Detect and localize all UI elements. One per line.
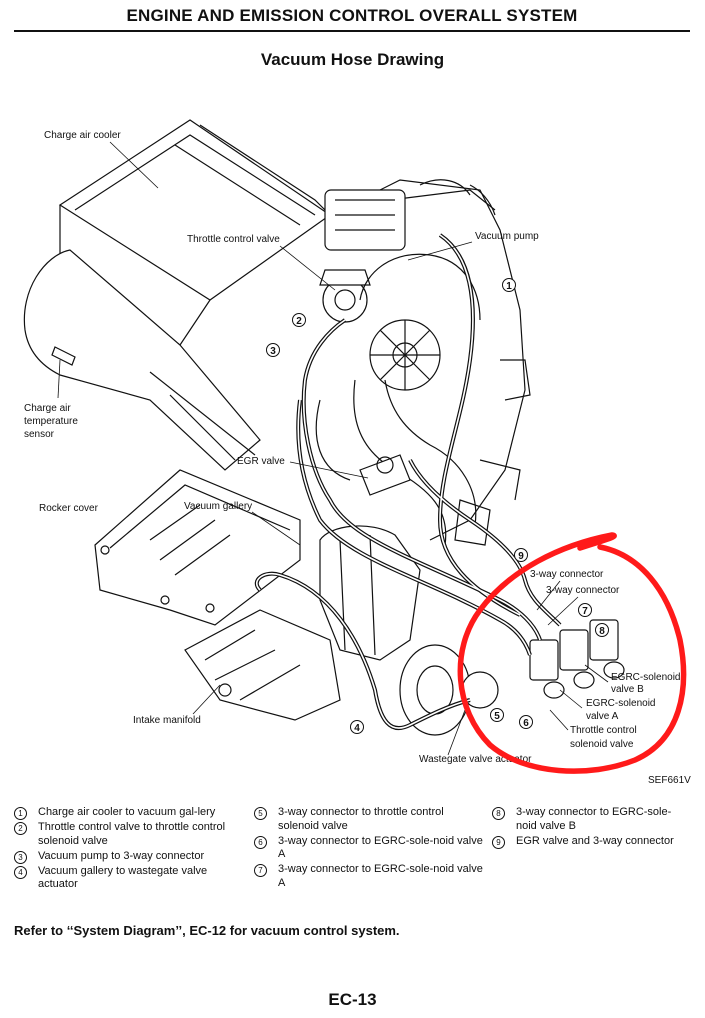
legend-text: 3-way connector to throttle control sole…: [278, 806, 444, 832]
legend-item: 7 3-way connector to EGRC-sole-noid valve…: [254, 863, 484, 890]
legend-item: 2 Throttle control valve to throttle cont…: [14, 821, 244, 848]
callouts: [266, 278, 609, 734]
legend-item: 3 Vacuum pump to 3-way connector: [14, 850, 244, 864]
legend-text: 3-way connector to EGRC-sole-noid valve …: [278, 863, 483, 889]
legend-column-3: 8 3-way connector to EGRC-sole-noid valve…: [492, 806, 692, 850]
label-charge-air-temp-line3: sensor: [24, 429, 55, 440]
callout-9: 9: [518, 551, 524, 562]
callout-5: 5: [494, 711, 500, 722]
label-wastegate-valve-actuator: Wastegate valve actuator: [419, 754, 532, 765]
legend-number: 9: [492, 835, 505, 849]
legend-item: 6 3-way connector to EGRC-sole-noid valve…: [254, 835, 484, 862]
red-highlight-circle: [457, 532, 687, 774]
legend-item: 1 Charge air cooler to vacuum gal-lery: [14, 806, 244, 820]
label-throttle-solenoid-line2: solenoid valve: [570, 739, 634, 750]
callout-4: 4: [354, 723, 360, 734]
label-charge-air-temp-line2: temperature: [24, 416, 78, 427]
callout-3: 3: [270, 346, 276, 357]
engine-illustration: [23, 119, 625, 736]
label-egr-valve: EGR valve: [237, 456, 285, 467]
legend-text: Vacuum pump to 3-way connector: [38, 849, 205, 862]
header-title: ENGINE AND EMISSION CONTROL OVERALL SYST…: [126, 6, 578, 25]
reference-note: Refer to ‘‘System Diagram’’, EC-12 for v…: [14, 923, 400, 938]
legend-item: 9 EGR valve and 3-way connector: [492, 835, 692, 849]
callout-7: 7: [582, 606, 588, 617]
legend-item: 4 Vacuum gallery to wastegate valve actua…: [14, 865, 244, 892]
page-number: EC-13: [328, 990, 377, 1009]
label-vacuum-pump: Vacuum pump: [475, 231, 539, 242]
label-vacuum-gallery: Vacuum gallery: [184, 501, 252, 512]
label-3way-connector-a: 3-way connector: [530, 569, 604, 580]
legend-text: Charge air cooler to vacuum gal-lery: [38, 806, 216, 818]
legend-text: Throttle control valve to throttle contr…: [38, 821, 226, 847]
legend-number: 8: [492, 807, 505, 820]
legend-item: 5 3-way connector to throttle control sol…: [254, 806, 484, 833]
label-egrc-a-line1: EGRC-solenoid: [586, 698, 655, 709]
callout-6: 6: [523, 718, 529, 729]
legend-text: 3-way connector to EGRC-sole-noid valve …: [516, 806, 672, 832]
label-rocker-cover: Rocker cover: [39, 503, 99, 514]
label-charge-air-temp-line1: Charge air: [24, 403, 71, 414]
label-egrc-b-line2: valve B: [611, 684, 644, 695]
legend-number: 3: [14, 850, 27, 864]
label-charge-air-cooler: Charge air cooler: [44, 130, 121, 141]
label-intake-manifold: Intake manifold: [133, 715, 201, 726]
legend-column-2: 5 3-way connector to throttle control sol…: [254, 806, 484, 892]
legend-text: 3-way connector to EGRC-sole-noid valve …: [278, 834, 483, 861]
vacuum-hose-drawing: Charge air cooler Throttle control valve…: [23, 119, 691, 786]
legend-text: Vacuum gallery to wastegate valve actuat…: [38, 864, 208, 891]
label-throttle-control-valve: Throttle control valve: [187, 234, 280, 245]
label-egrc-a-line2: valve A: [586, 711, 619, 722]
label-throttle-solenoid-line1: Throttle control: [570, 725, 637, 736]
callout-1: 1: [506, 281, 512, 292]
leader-lines: [57, 141, 609, 756]
legend-item: 8 3-way connector to EGRC-sole-noid valve…: [492, 806, 692, 833]
callout-2: 2: [296, 316, 302, 327]
legend-number: 7: [254, 864, 267, 877]
label-egrc-b-line1: EGRC-solenoid: [611, 672, 680, 683]
legend-number: 6: [254, 835, 267, 849]
legend-number: 1: [14, 807, 27, 820]
callout-8: 8: [599, 626, 605, 637]
label-3way-connector-b: 3-way connector: [546, 585, 620, 596]
drawing-title: Vacuum Hose Drawing: [260, 50, 445, 69]
drawing-code: SEF661V: [648, 775, 691, 786]
page-header: ENGINE AND EMISSION CONTROL OVERALL SYST…: [14, 4, 690, 32]
legend-number: 5: [254, 807, 267, 820]
legend-number: 4: [14, 865, 27, 879]
legend-number: 2: [14, 822, 27, 835]
legend-text: EGR valve and 3-way connector: [516, 834, 674, 847]
